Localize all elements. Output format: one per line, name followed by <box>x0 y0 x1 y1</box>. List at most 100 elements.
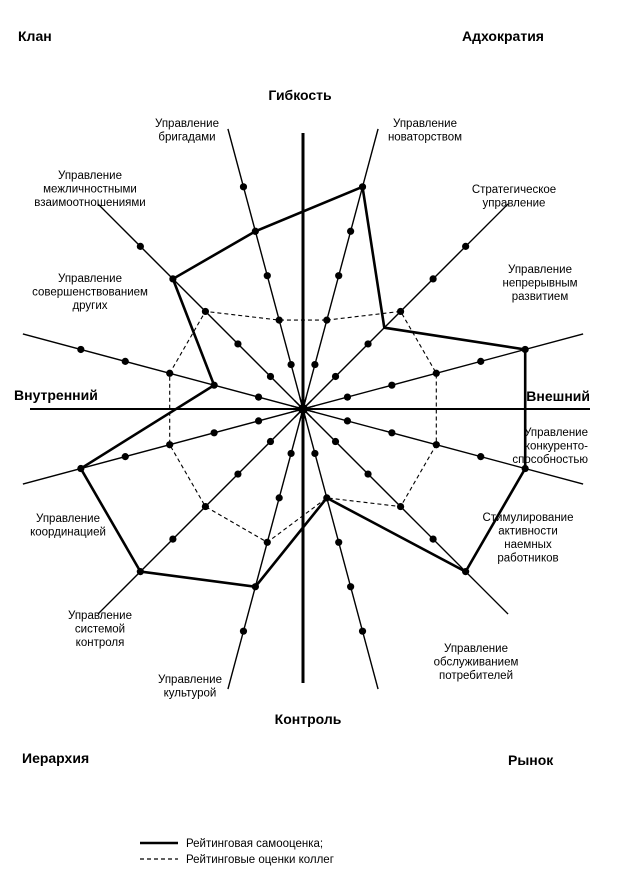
level-dot-6-5 <box>358 627 367 635</box>
spoke-label-4-line-3: развитием <box>512 291 569 303</box>
spoke-label-4-line-2: непрерывным <box>502 278 577 290</box>
level-dot-9-1 <box>254 417 263 425</box>
level-dot-2-1 <box>331 372 340 381</box>
level-dot-11-1 <box>266 372 275 381</box>
level-dot-8-2 <box>234 470 242 478</box>
axis-label-external: Внешний <box>526 388 590 404</box>
level-dot-4-2 <box>388 429 396 437</box>
spoke-label-5-line-3: способностью <box>512 454 588 466</box>
spoke-label-12-line-3: взаимоотношениями <box>34 197 146 209</box>
series-layer <box>79 184 527 589</box>
level-dot-8-1 <box>266 437 275 446</box>
corner-label-clan: Клан <box>18 28 52 44</box>
level-dot-5-2 <box>364 470 372 478</box>
spoke-label-11-line-2: совершенствованием <box>32 287 148 299</box>
level-dot-2-5 <box>462 242 470 250</box>
level-dot-9-3 <box>166 441 174 449</box>
level-dot-7-2 <box>275 494 283 502</box>
spoke-label-9-line-1: Управление <box>68 610 132 622</box>
corner-label-market: Рынок <box>508 752 554 768</box>
level-dot-12-1 <box>287 360 295 369</box>
spoke-label-8-line-2: культурой <box>164 688 217 700</box>
spoke-label-5-line-1: Управление <box>524 427 588 439</box>
level-dot-9-2 <box>210 429 218 437</box>
level-dot-12-3 <box>263 272 271 280</box>
level-dot-9-4 <box>121 453 129 461</box>
spoke-label-11-line-1: Управление <box>58 273 122 285</box>
level-dot-6-3 <box>335 538 343 546</box>
spoke-label-10-line-2: координацией <box>30 527 106 539</box>
level-dot-6-4 <box>347 583 355 591</box>
spoke-label-2: Управление новаторством <box>388 118 462 144</box>
spoke-label-7-line-2: обслуживанием <box>434 657 519 669</box>
spoke-label-6-line-1: Стимулирование <box>482 512 573 524</box>
spoke-label-7-line-1: Управление <box>444 643 508 655</box>
spoke-label-10: Управление координацией <box>30 513 106 539</box>
spoke-label-9-line-2: системой <box>75 624 125 636</box>
level-dot-11-2 <box>234 340 242 348</box>
level-dot-1-1 <box>311 360 319 369</box>
spoke-label-8-line-1: Управление <box>158 674 222 686</box>
spoke-label-10-line-1: Управление <box>36 513 100 525</box>
corner-label-adhocracy: Адхократия <box>462 28 544 44</box>
level-dot-10-1 <box>254 393 263 401</box>
level-dot-2-3 <box>396 307 405 316</box>
level-dot-11-5 <box>136 242 144 250</box>
level-dot-3-1 <box>343 393 352 401</box>
spoke-label-3: Стратегическое управление <box>472 184 556 210</box>
spoke-label-8: Управление культурой <box>158 674 222 700</box>
axis-label-control: Контроль <box>275 711 342 727</box>
spoke-label-2-line-2: новаторством <box>388 132 462 144</box>
legend-label-self: Рейтинговая самооценка; <box>186 838 323 850</box>
spoke-label-5-line-2: конкуренто- <box>525 441 588 453</box>
spoke-label-9-line-3: контроля <box>76 637 125 649</box>
level-dot-3-4 <box>477 357 485 365</box>
level-dot-3-3 <box>432 369 440 377</box>
spoke-label-3-line-2: управление <box>483 198 546 210</box>
level-dot-6-1 <box>311 449 319 458</box>
level-dot-12-2 <box>275 316 283 324</box>
spoke-label-6-line-4: работников <box>497 553 558 565</box>
spoke-label-12-line-2: межличностными <box>43 184 137 196</box>
legend-label-peers: Рейтинговые оценки коллег <box>186 854 334 866</box>
center-hub <box>298 404 308 414</box>
level-dot-8-4 <box>169 535 177 543</box>
spoke-label-4-line-1: Управление <box>508 264 572 276</box>
corner-label-hierarchy: Иерархия <box>22 750 89 766</box>
level-dot-7-5 <box>239 627 248 635</box>
spoke-label-12-line-1: Управление <box>58 170 122 182</box>
spoke-label-3-line-1: Стратегическое <box>472 184 556 196</box>
axis-label-flexibility: Гибкость <box>268 87 332 103</box>
spoke-label-11-line-3: других <box>72 300 107 312</box>
level-dot-5-1 <box>331 437 340 446</box>
level-dot-7-1 <box>287 449 295 458</box>
spoke-label-5: Управление конкуренто-способностью <box>512 427 588 466</box>
level-dot-2-4 <box>429 275 437 283</box>
spoke-label-2-line-1: Управление <box>393 118 457 130</box>
level-dot-10-5 <box>77 345 85 354</box>
level-dot-10-4 <box>121 357 129 365</box>
level-dot-1-3 <box>335 272 343 280</box>
level-dot-12-5 <box>239 183 248 191</box>
level-dot-8-3 <box>201 502 210 511</box>
series-line-self <box>79 184 527 589</box>
spoke-label-6-line-2: активности <box>498 526 558 538</box>
spoke-label-7-line-3: потребителей <box>439 670 513 682</box>
level-dot-2-2 <box>364 340 372 348</box>
spoke-label-1-line-2: бригадами <box>158 132 215 144</box>
legend: Рейтинговая самооценка; Рейтинговые оцен… <box>140 838 334 866</box>
axis-label-internal: Внутренний <box>14 387 98 403</box>
level-dot-1-4 <box>347 227 355 235</box>
level-dot-5-4 <box>429 535 437 543</box>
level-dot-4-4 <box>477 453 485 461</box>
